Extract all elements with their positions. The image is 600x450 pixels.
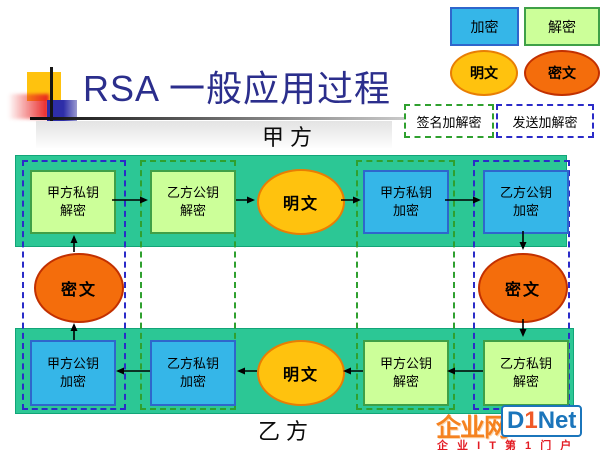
box-partyA-private-decrypt: 甲方私钥 解密: [30, 170, 116, 234]
box-partyB-public-decrypt: 乙方公钥 解密: [150, 170, 236, 234]
deco-red-glow: [8, 94, 49, 119]
box-label-line: 乙方私钥: [166, 355, 219, 371]
legend-encrypt-box: 加密: [450, 7, 519, 46]
box-label-line: 乙方公钥: [166, 184, 219, 200]
box-label-line: 加密: [512, 203, 539, 218]
box-partyA-public-decrypt: 甲方公钥 解密: [363, 340, 449, 406]
box-label-line: 解密: [179, 203, 206, 218]
slide-title: RSA 一般应用过程: [83, 68, 392, 109]
plaintext-ellipse-top: 明文: [257, 169, 345, 235]
box-label-line: 乙方公钥: [499, 184, 552, 200]
party-a-label: 甲方: [262, 125, 319, 150]
plaintext-ellipse-bottom: 明文: [257, 340, 345, 406]
watermark-digit-1: 1: [524, 407, 538, 434]
legend-ciphertext-ellipse: 密文: [524, 50, 600, 96]
box-partyB-private-decrypt: 乙方私钥 解密: [483, 340, 569, 406]
watermark-tagline: 企 业 I T 第 1 门 户: [437, 440, 575, 450]
legend-sign-group-box: 签名加解密: [404, 104, 494, 138]
box-label-line: 解密: [392, 374, 419, 389]
watermark-logo-cn: 企业网: [436, 414, 509, 442]
ciphertext-ellipse-right: 密文: [478, 253, 568, 323]
title-underline: [30, 117, 404, 120]
box-label-line: 甲方公钥: [379, 355, 432, 371]
watermark-letters-net: Net: [537, 407, 577, 434]
send-group-rect-left: [22, 160, 126, 410]
box-label-line: 甲方私钥: [379, 184, 432, 200]
box-partyB-public-encrypt: 乙方公钥 加密: [483, 170, 569, 234]
box-label-line: 甲方公钥: [46, 355, 99, 371]
sign-group-rect-left: [140, 160, 236, 410]
box-partyA-public-encrypt: 甲方公钥 加密: [30, 340, 116, 406]
legend-plaintext-ellipse: 明文: [450, 50, 518, 96]
box-label-line: 解密: [59, 203, 86, 218]
box-partyB-private-encrypt: 乙方私钥 加密: [150, 340, 236, 406]
box-label-line: 加密: [179, 374, 206, 389]
legend-decrypt-box: 解密: [524, 7, 600, 46]
box-partyA-private-encrypt: 甲方私钥 加密: [363, 170, 449, 234]
party-b-label: 乙方: [258, 419, 315, 444]
box-label-line: 加密: [59, 374, 86, 389]
box-label-line: 甲方私钥: [46, 184, 99, 200]
box-label-line: 解密: [512, 374, 539, 389]
deco-vertical-line: [50, 67, 53, 133]
box-label-line: 加密: [392, 203, 419, 218]
box-label-line: 乙方私钥: [499, 355, 552, 371]
sign-group-rect-right: [356, 160, 455, 410]
ciphertext-ellipse-left: 密文: [34, 253, 124, 323]
watermark-letter-d: D: [507, 407, 525, 434]
party-a-header-strip: [36, 121, 392, 148]
legend-send-group-box: 发送加解密: [496, 104, 594, 138]
